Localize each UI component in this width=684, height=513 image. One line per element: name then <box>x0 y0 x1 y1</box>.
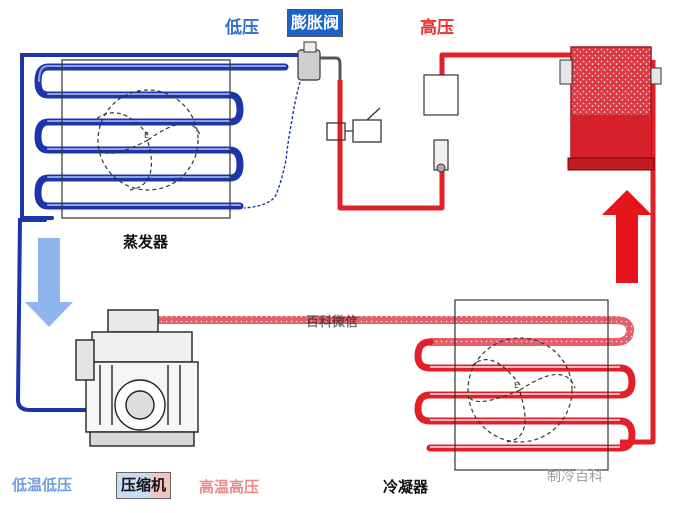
flow-arrow-down-icon <box>25 238 73 327</box>
svg-text:E: E <box>514 381 519 390</box>
low-pressure-piping <box>15 53 302 412</box>
evaporator-coil <box>34 63 289 210</box>
low-pressure-label: 低压 <box>225 18 259 38</box>
condenser-label: 冷凝器 <box>383 478 429 496</box>
fan-icon <box>94 89 201 191</box>
evaporator-frame <box>61 59 231 219</box>
compressor-label: 压缩机 <box>116 472 172 499</box>
low-temp-low-pressure-label: 低温低压 <box>12 476 73 494</box>
liquid-receiver <box>559 46 662 171</box>
pipe-watermark-text: 百科微信 <box>306 315 359 330</box>
watermark: 制冷百科 <box>547 469 603 485</box>
solenoid-valve <box>326 107 382 143</box>
expansion-valve-text: 膨胀阀 <box>288 10 343 36</box>
fan-icon <box>467 337 576 443</box>
svg-text:E: E <box>144 131 149 140</box>
evaporator-label: 蒸发器 <box>123 233 169 251</box>
capillary-tube <box>243 81 301 209</box>
high-temp-high-pressure-label: 高温高压 <box>199 478 260 496</box>
filter-drier <box>423 74 459 173</box>
compressor-text: 压缩机 <box>117 473 171 498</box>
high-pressure-label: 高压 <box>420 18 454 38</box>
discharge-line <box>140 316 635 346</box>
compressor <box>75 309 199 447</box>
expansion-valve-label: 膨胀阀 <box>287 9 344 37</box>
flow-arrow-up-icon <box>602 190 652 283</box>
condenser-frame <box>454 299 609 471</box>
expansion-valve <box>297 41 342 81</box>
